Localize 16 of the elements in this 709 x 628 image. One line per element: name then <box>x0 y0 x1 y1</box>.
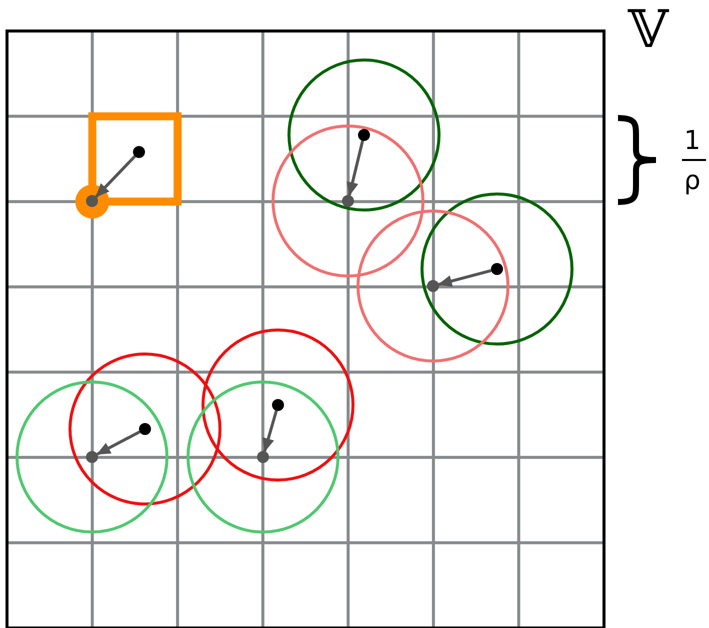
point <box>133 146 145 158</box>
fraction-numerator: 1 <box>684 128 701 154</box>
point <box>272 399 284 411</box>
point <box>491 263 503 275</box>
arrow <box>95 155 136 198</box>
arrow <box>346 140 364 196</box>
point <box>342 195 354 207</box>
arrow <box>262 410 278 452</box>
point <box>358 129 370 141</box>
arrow <box>438 269 492 287</box>
point <box>139 423 151 435</box>
fraction-denominator: ρ <box>684 168 701 194</box>
point <box>86 451 98 463</box>
set-symbol: 𝕍 <box>628 4 668 56</box>
point <box>257 451 269 463</box>
point <box>427 280 439 292</box>
